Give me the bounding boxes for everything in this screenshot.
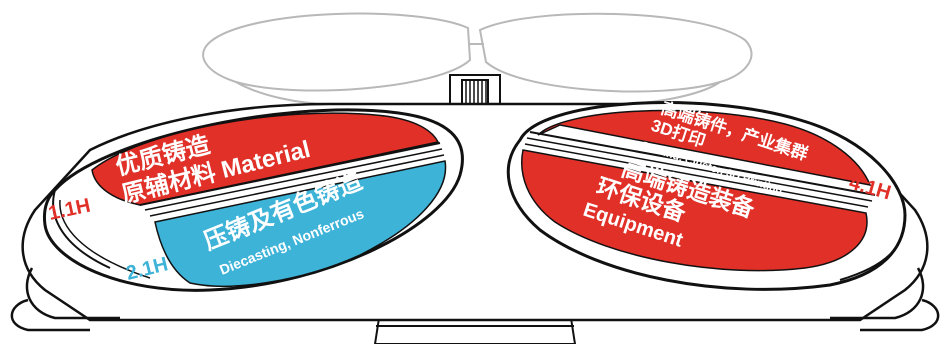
- hall-4-1h-zone[interactable]: [537, 109, 872, 186]
- hall-3h-zone[interactable]: [521, 149, 868, 272]
- left-pod: [43, 108, 464, 292]
- hall-2-1h-zone[interactable]: [154, 160, 447, 287]
- right-pod: [506, 101, 907, 291]
- hall-1-1h-zone[interactable]: [91, 112, 440, 206]
- upper-pods-outline: [202, 12, 753, 105]
